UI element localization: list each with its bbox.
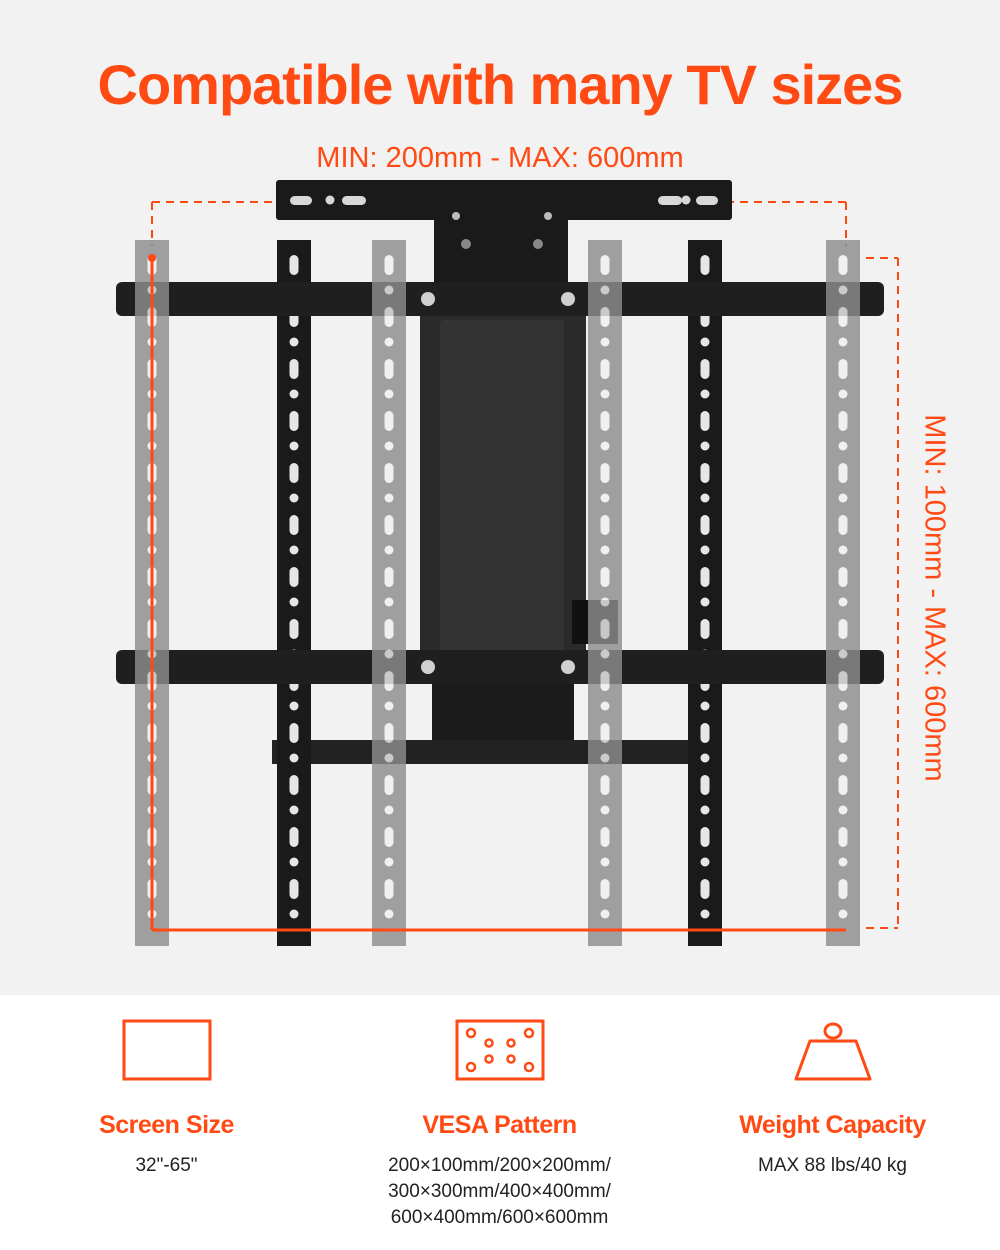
black-arm-right (688, 240, 722, 946)
product-image-area: Compatible with many TV sizes MIN: 200mm… (0, 0, 1000, 995)
features-strip: Screen Size 32"-65" VESA Pattern 200×100… (0, 995, 1000, 1250)
feature-value-line: 600×400mm/600×600mm (390, 1207, 609, 1228)
feature-value-line: MAX 88 lbs/40 kg (758, 1155, 907, 1176)
vertical-arms (277, 240, 722, 946)
feature-label: VESA Pattern (422, 1111, 577, 1139)
gray-arm-3 (588, 240, 622, 946)
black-arm-left (277, 240, 311, 946)
width-range-label: MIN: 200mm - MAX: 600mm (316, 142, 684, 174)
gray-arm-4 (826, 240, 860, 946)
horizontal-rails (116, 282, 884, 684)
feature-label: Weight Capacity (739, 1111, 926, 1139)
weight-icon (794, 1022, 871, 1081)
gray-arm-2 (372, 240, 406, 946)
vesa-pattern-icon (455, 1019, 544, 1081)
feature-value-line: 32"-65" (135, 1155, 198, 1176)
feature-value-line: 300×300mm/400×400mm/ (388, 1181, 611, 1202)
feature-value: MAX 88 lbs/40 kg (666, 1153, 999, 1179)
height-dimension-line (866, 257, 899, 929)
feature-value-line: 200×100mm/200×200mm/ (388, 1155, 611, 1176)
screen-icon (122, 1019, 211, 1081)
lower-brace (272, 740, 688, 764)
feature-label: Screen Size (99, 1111, 234, 1139)
motor-housing (434, 212, 568, 288)
tv-mount-illustration (116, 180, 899, 946)
bottom-reference-line (148, 254, 846, 932)
feature-value: 200×100mm/200×200mm/ 300×300mm/400×400mm… (333, 1153, 666, 1231)
ceiling-plate (276, 180, 732, 220)
feature-value: 32"-65" (0, 1153, 333, 1179)
headline: Compatible with many TV sizes (97, 53, 904, 116)
